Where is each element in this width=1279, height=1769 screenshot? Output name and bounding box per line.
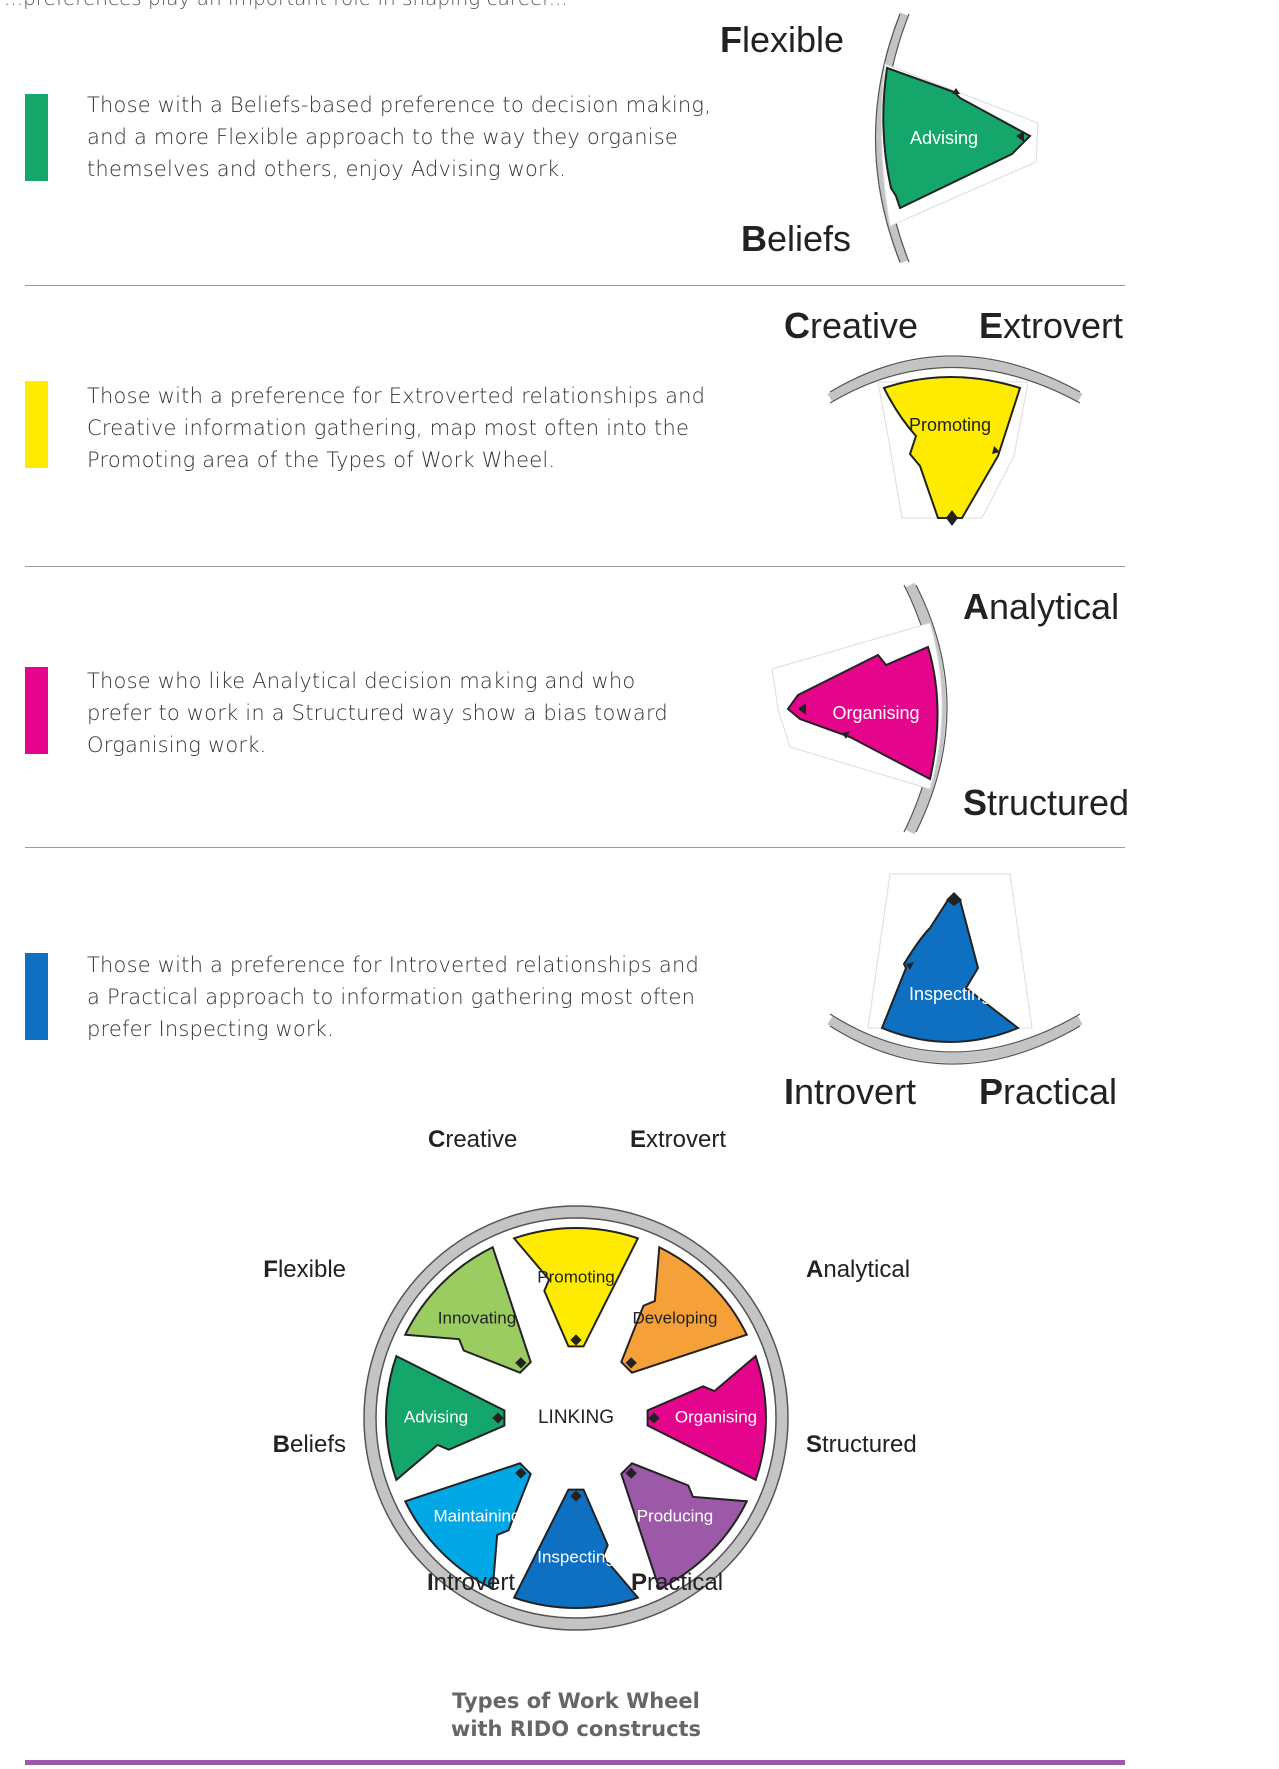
construct-creative: Creative [784, 305, 918, 346]
wheel-construct-label: Analytical [806, 1256, 910, 1283]
top-text-fragment: ...preferences play an important role in… [4, 0, 568, 10]
organising-color-bar [25, 667, 48, 754]
wheel-segment [512, 1488, 640, 1609]
wheel-segment-marker [570, 1334, 582, 1346]
construct-introvert: Introvert [784, 1071, 916, 1112]
wheel-segment-labels: PromotingDevelopingOrganisingProducingIn… [404, 1267, 757, 1566]
promoting-segment-label: Promoting [909, 415, 991, 435]
promoting-segment-diagram: Creative Extrovert Promoting [784, 305, 1123, 526]
wheel-segment-marker [492, 1412, 504, 1424]
construct-beliefs: Beliefs [741, 218, 851, 259]
advising-segment [882, 66, 1032, 210]
inspecting-color-bar [25, 953, 48, 1040]
section-divider [25, 566, 1125, 567]
wheel-segment-label: Advising [404, 1407, 468, 1426]
wheel-segment-label: Innovating [438, 1308, 516, 1327]
wheel-segment-marker [648, 1412, 660, 1424]
organising-description: Those who like Analytical decision makin… [87, 669, 668, 757]
wheel-caption-line: Types of Work Wheel [452, 1689, 700, 1713]
section-divider [25, 847, 1125, 848]
advising-segment-label: Advising [910, 128, 978, 148]
wheel-caption-line: with RIDO constructs [450, 1717, 702, 1741]
construct-analytical: Analytical [963, 586, 1119, 627]
construct-practical: Practical [979, 1071, 1117, 1112]
wheel-segment [385, 1354, 506, 1482]
construct-extrovert: Extrovert [979, 305, 1123, 346]
advising-color-bar [25, 94, 48, 181]
wheel-construct-label: Flexible [263, 1256, 346, 1283]
section-divider [25, 285, 1125, 286]
wheel-segment-label: Inspecting [537, 1547, 615, 1566]
wheel-segment [512, 1227, 640, 1348]
wheel-segment [403, 1245, 532, 1374]
wheel-segments [385, 1227, 767, 1609]
bottom-rule [25, 1760, 1125, 1765]
inspecting-section: Those with a preference for Introverted … [0, 848, 1279, 1128]
wheel-segment-label: Producing [637, 1506, 714, 1525]
organising-segment-label: Organising [832, 703, 919, 723]
advising-section: Those with a Beliefs-based preference to… [0, 0, 1279, 285]
wheel-segment [403, 1462, 532, 1591]
inspecting-segment-label: Inspecting [909, 984, 991, 1004]
promoting-section: Those with a preference for Extroverted … [0, 286, 1279, 566]
inspecting-description: Those with a preference for Introverted … [87, 953, 699, 1041]
wheel-construct-labels: Creative ExtrovertAnalyticalStructuredPra… [263, 1126, 916, 1596]
wheel-segment-label: Maintaining [434, 1506, 521, 1525]
promoting-color-bar [25, 381, 48, 468]
wheel-center-label: LINKING [538, 1407, 614, 1428]
inspecting-segment [880, 899, 1020, 1043]
organising-segment [786, 645, 939, 781]
construct-structured: Structured [963, 782, 1129, 823]
construct-flexible: Flexible [720, 19, 844, 60]
advising-segment-diagram: Advising Flexible Beliefs [720, 12, 1039, 264]
wheel-segment-label: Developing [632, 1308, 717, 1327]
wheel-construct-label: Beliefs [273, 1431, 346, 1458]
organising-section: Those who like Analytical decision makin… [0, 567, 1279, 847]
organising-segment-diagram: Organising Analytical Structured [771, 582, 1129, 835]
advising-description: Those with a Beliefs-based preference to… [87, 93, 712, 181]
wheel-segment [620, 1462, 749, 1591]
wheel-construct-label: Introvert [427, 1569, 515, 1596]
wheel-segment-label: Promoting [537, 1267, 614, 1286]
wheel-construct-label: Structured [806, 1431, 917, 1458]
wheel-segment-marker [570, 1490, 582, 1502]
types-of-work-wheel: PromotingDevelopingOrganisingProducingIn… [263, 1126, 917, 1631]
wheel-segment [620, 1245, 749, 1374]
wheel-construct-label: Creative [428, 1126, 517, 1153]
promoting-segment [882, 376, 1022, 519]
promoting-description: Those with a preference for Extroverted … [87, 384, 706, 472]
wheel-construct-label: Practical [631, 1569, 723, 1596]
inspecting-segment-diagram: Inspecting Introvert Practical [784, 873, 1117, 1112]
wheel-segment [646, 1354, 767, 1482]
wheel-construct-label: Extrovert [630, 1126, 726, 1153]
wheel-segment-label: Organising [675, 1407, 757, 1426]
wheel-caption: Types of Work Wheel with RIDO constructs [376, 1687, 776, 1743]
